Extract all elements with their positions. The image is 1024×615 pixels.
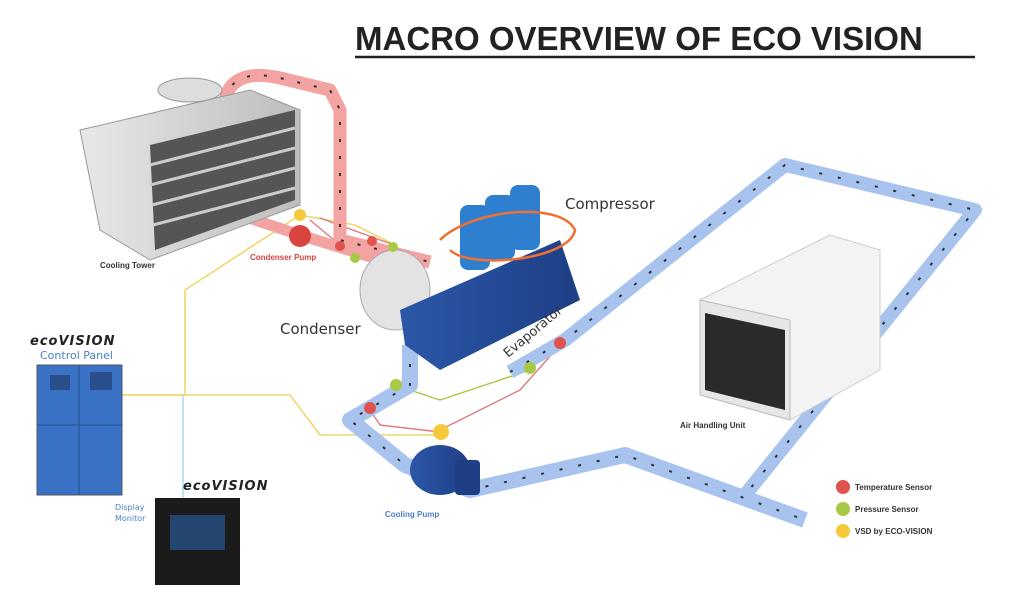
pressure-sensor <box>388 242 398 252</box>
display-monitor-label-line2: Monitor <box>115 514 146 523</box>
page-title: MACRO OVERVIEW OF ECO VISION <box>355 20 923 57</box>
cooling-pump <box>410 445 480 495</box>
legend: Temperature Sensor Pressure Sensor VSD b… <box>836 480 933 538</box>
vsd-sensor <box>433 424 449 440</box>
legend-pressure-dot <box>836 502 850 516</box>
control-panel-label: Control Panel <box>40 349 113 362</box>
compressor-cylinder <box>485 195 515 260</box>
temperature-sensor <box>364 402 376 414</box>
vsd-sensor <box>294 209 306 221</box>
pressure-sensor <box>390 379 402 391</box>
air-handling-unit <box>699 234 881 421</box>
temperature-sensor <box>554 337 566 349</box>
temperature-sensor <box>335 241 345 251</box>
sensors <box>294 209 566 440</box>
pressure-sensor <box>350 253 360 263</box>
legend-temperature-label: Temperature Sensor <box>855 483 932 492</box>
ahu-label: Air Handling Unit <box>680 421 746 430</box>
cooling-tower-label: Cooling Tower <box>100 261 155 270</box>
legend-pressure-label: Pressure Sensor <box>855 505 919 514</box>
control-panel-logo: ecoVISION <box>30 334 115 349</box>
pressure-sensor <box>524 362 536 374</box>
condenser-label: Condenser <box>280 320 361 338</box>
display-monitor-logo: ecoVISION <box>183 479 268 494</box>
compressor-cylinder <box>460 205 490 270</box>
temperature-sensor <box>367 236 377 246</box>
cooling-pump-label: Cooling Pump <box>385 510 439 519</box>
display-monitor <box>155 498 240 585</box>
chiller <box>359 185 580 370</box>
compressor-cylinder <box>510 185 540 250</box>
control-panel <box>36 364 123 496</box>
legend-vsd-dot <box>836 524 850 538</box>
legend-temperature-dot <box>836 480 850 494</box>
condenser-pump-label: Condenser Pump <box>250 253 316 262</box>
legend-vsd-label: VSD by ECO-VISION <box>855 527 933 536</box>
display-monitor-label-line1: Display <box>115 503 145 512</box>
cooling-tower <box>79 77 301 261</box>
condenser-pump <box>289 225 311 247</box>
compressor-label: Compressor <box>565 195 656 213</box>
